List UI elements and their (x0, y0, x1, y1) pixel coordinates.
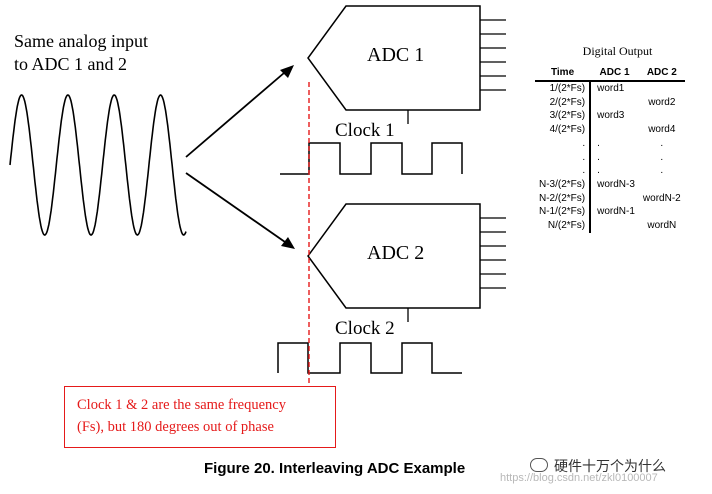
arrow-to-adc2 (185, 172, 295, 249)
header-adc2: ADC 2 (638, 66, 685, 82)
input-label: Same analog input to ADC 1 and 2 (14, 30, 148, 76)
time-cell: 4/(2*Fs) (535, 123, 592, 137)
adc2-cell (639, 205, 685, 219)
adc2-cell (639, 178, 685, 192)
time-cell: 2/(2*Fs) (535, 95, 592, 110)
adc1-cell: wordN-1 (597, 206, 635, 218)
adc1-cell: wordN-3 (597, 178, 635, 190)
adc1-cell (590, 123, 639, 137)
adc2-block (307, 203, 506, 322)
time-cell: . (535, 164, 592, 178)
table-row: ... (535, 136, 685, 151)
table-row: 3/(2*Fs) word3 (535, 109, 685, 124)
header-time: Time (535, 66, 591, 82)
header-adc1: ADC 1 (590, 66, 639, 82)
adc1-block (307, 5, 506, 124)
adc1-cell: . (597, 137, 600, 149)
clock1-label: Clock 1 (335, 120, 395, 141)
adc1-cell: word3 (597, 110, 625, 122)
table-row: N/(2*Fs) wordN (535, 219, 685, 233)
adc1-cell: . (597, 165, 600, 177)
adc2-cell: wordN-2 (642, 192, 681, 204)
digital-output-table: Time ADC 1 ADC 2 1/(2*Fs) word1 2/(2*Fs) wo… (535, 66, 685, 233)
table-row: N-3/(2*Fs) wordN-3 (535, 177, 685, 192)
input-label-line1: Same analog input (14, 31, 148, 51)
phase-note-line2: (Fs), but 180 degrees out of phase (77, 419, 274, 435)
time-cell: N-2/(2*Fs) (535, 191, 592, 206)
clock2-label: Clock 2 (335, 318, 395, 339)
adc2-cell: . (660, 137, 664, 149)
adc2-cell (639, 109, 685, 123)
table-row: 4/(2*Fs) word4 (535, 123, 685, 137)
digital-output-title: Digital Output (582, 44, 653, 58)
adc1-label: ADC 1 (367, 44, 425, 66)
time-cell: 3/(2*Fs) (535, 109, 592, 124)
time-cell: . (535, 136, 592, 151)
table-row: N-2/(2*Fs) wordN-2 (535, 191, 685, 206)
adc2-cell (639, 81, 685, 96)
adc1-cell: word1 (597, 83, 625, 94)
chat-bubble-icon (530, 458, 548, 472)
input-label-line2: to ADC 1 and 2 (14, 54, 128, 74)
time-cell: N/(2*Fs) (535, 219, 592, 233)
adc2-cell: . (660, 151, 664, 163)
adc1-cell (590, 192, 639, 206)
clock1-waveform (280, 142, 463, 175)
adc2-cell: word2 (648, 96, 676, 108)
adc1-cell: . (597, 151, 600, 163)
table-header-row: Time ADC 1 ADC 2 (535, 66, 685, 82)
clock2-waveform (277, 342, 462, 374)
time-cell: 1/(2*Fs) (535, 81, 592, 96)
adc2-cell: word4 (648, 124, 676, 136)
arrow-to-adc1 (185, 65, 294, 158)
time-cell: N-3/(2*Fs) (535, 177, 592, 192)
watermark-url: https://blog.csdn.net/zkl0100007 (500, 472, 658, 484)
watermark-text: 硬件十万个为什么 (554, 458, 666, 474)
table-row: ... (535, 164, 685, 178)
time-cell: N-1/(2*Fs) (535, 205, 592, 220)
adc1-cell (590, 219, 639, 233)
adc1-cell (590, 96, 639, 110)
table-row: 2/(2*Fs) word2 (535, 95, 685, 110)
analog-sine-wave (9, 94, 187, 236)
table-row: ... (535, 150, 685, 165)
figure-caption: Figure 20. Interleaving ADC Example (204, 460, 466, 477)
table-row: N-1/(2*Fs) wordN-1 (535, 205, 685, 220)
phase-note-box: Clock 1 & 2 are the same frequency (Fs),… (64, 386, 336, 448)
phase-note-line1: Clock 1 & 2 are the same frequency (77, 397, 286, 413)
table-row: 1/(2*Fs) word1 (535, 81, 685, 96)
adc2-cell: . (660, 165, 664, 177)
time-cell: . (535, 150, 592, 165)
watermark: 硬件十万个为什么 (530, 456, 666, 476)
adc2-cell: wordN (647, 220, 677, 232)
adc2-label: ADC 2 (367, 242, 425, 264)
